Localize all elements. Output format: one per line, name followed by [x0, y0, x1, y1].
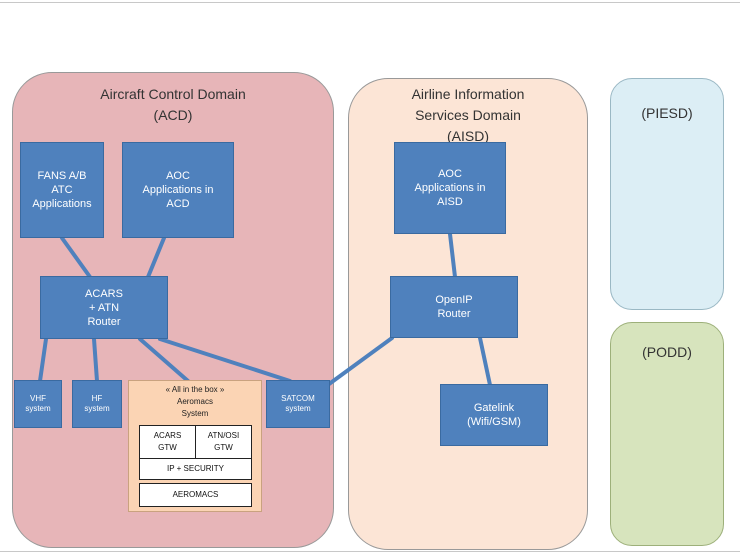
aisd-domain-title: Airline Information Services Domain (AIS…: [411, 86, 525, 144]
ip-security-cell: IP + SECURITY: [139, 458, 252, 480]
acars-atn-router-box: ACARS + ATN Router: [40, 276, 168, 339]
satcom-system-box: SATCOM system: [266, 380, 330, 428]
aeromacs-all-in-box: « All in the box » Aeromacs System ACARS…: [128, 380, 262, 512]
link-openip-gatelink: [478, 336, 492, 387]
vhf-system-box: VHF system: [14, 380, 62, 428]
aoc-applications-acd-box: AOC Applications in ACD: [122, 142, 234, 238]
fans-atc-applications-box: FANS A/B ATC Applications: [20, 142, 104, 238]
podd-domain: [610, 322, 724, 546]
link-router-hf: [92, 337, 99, 383]
link-aocacd-router: [146, 236, 166, 279]
link-router-vhf: [38, 337, 48, 383]
link-fans-router: [60, 236, 92, 279]
acars-gtw-cell: ACARS GTW: [139, 425, 196, 459]
podd-domain-title: (PODD): [642, 344, 692, 360]
link-router-satcom: [158, 337, 292, 383]
piesd-domain-title: (PIESD): [641, 105, 693, 121]
acd-domain-title: Aircraft Control Domain (ACD): [100, 86, 246, 123]
aeromacs-cell: AEROMACS: [139, 483, 252, 507]
link-router-aeromacs: [138, 337, 190, 383]
piesd-domain: [610, 78, 724, 310]
atn-osi-gtw-cell: ATN/OSI GTW: [195, 425, 252, 459]
aeromacs-system-title: « All in the box » Aeromacs System: [165, 385, 225, 418]
bottom-frame-line: [0, 551, 740, 552]
aoc-applications-aisd-box: AOC Applications in AISD: [394, 142, 506, 234]
gatelink-box: Gatelink (Wifi/GSM): [440, 384, 548, 446]
hf-system-box: HF system: [72, 380, 122, 428]
link-aocaisd-openip: [448, 232, 457, 279]
link-satcom-openip: [323, 336, 394, 389]
openip-router-box: OpenIP Router: [390, 276, 518, 338]
top-frame-line: [0, 2, 740, 3]
